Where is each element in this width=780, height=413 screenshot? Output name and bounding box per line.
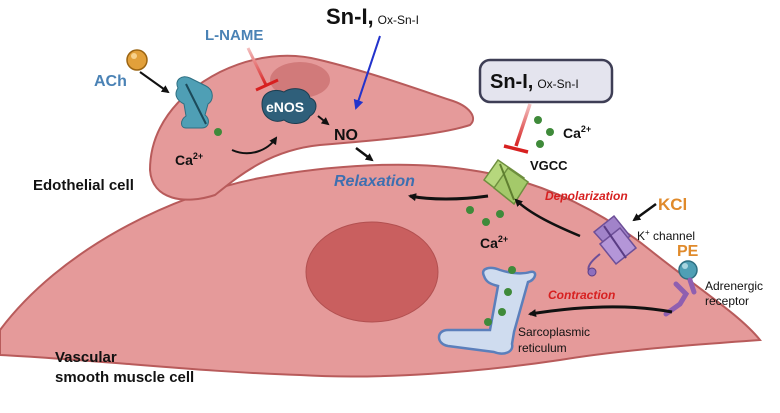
sn-box-inhibition-line bbox=[514, 103, 532, 147]
sr-ca-dot-1 bbox=[508, 266, 516, 274]
endothelial-nucleus bbox=[270, 62, 330, 98]
sn-box-label: Sn-I,Ox-Sn-I bbox=[490, 71, 579, 93]
lname-inhibition-bar bbox=[255, 78, 279, 92]
k-channel-label: K+ channel bbox=[637, 228, 695, 243]
adrenergic-label-2: receptor bbox=[705, 294, 749, 308]
sr-ca-dot-3 bbox=[498, 308, 506, 316]
vgcc-label: VGCC bbox=[530, 158, 568, 173]
receptor-line bbox=[185, 83, 207, 125]
sr-label-2: reticulum bbox=[518, 341, 567, 355]
lname-inhibition-line bbox=[246, 47, 268, 86]
depolarization-label: Depolarization bbox=[545, 189, 628, 203]
sr-ca-dot-4 bbox=[484, 318, 492, 326]
kcl-label: KCl bbox=[658, 195, 687, 214]
adrenergic-label-1: Adrenergic bbox=[705, 279, 763, 293]
kcl-arrow bbox=[632, 202, 657, 222]
ach-label: ACh bbox=[94, 73, 127, 90]
vgcc-to-relaxation-arrow bbox=[408, 193, 489, 202]
lname-label: L-NAME bbox=[205, 27, 263, 44]
ca-dot-1 bbox=[534, 116, 542, 124]
sr-ca-dot-2 bbox=[504, 288, 512, 296]
enos-label: eNOS bbox=[266, 99, 304, 115]
ca-vgcc-label: Ca2+ bbox=[563, 124, 591, 141]
pe-highlight bbox=[682, 263, 688, 269]
vsmc-label-1: Vascular bbox=[55, 349, 117, 366]
ca-dot-endo bbox=[214, 128, 222, 136]
sn-top-activation-arrow bbox=[353, 35, 381, 110]
ca-dot-3 bbox=[536, 140, 544, 148]
sn-top-label: Sn-I,Ox-Sn-I bbox=[326, 4, 419, 29]
pe-ligand-icon bbox=[678, 260, 698, 280]
enos-to-no-arrow bbox=[317, 115, 330, 126]
sn-box bbox=[478, 58, 614, 104]
contraction-arrow bbox=[528, 305, 673, 318]
sn-box-inhibition-bar bbox=[503, 144, 529, 154]
smooth-muscle-nucleus bbox=[305, 221, 439, 323]
contraction-label: Contraction bbox=[548, 288, 615, 302]
ca-mid-label: Ca2+ bbox=[480, 234, 508, 251]
ca-dot-6 bbox=[496, 210, 504, 218]
sr-label-1: Sarcoplasmic bbox=[518, 325, 590, 339]
ca-dot-4 bbox=[466, 206, 474, 214]
relaxation-label: Relaxation bbox=[334, 173, 415, 190]
depolarization-arrow bbox=[514, 198, 581, 238]
no-label: NO bbox=[334, 127, 358, 144]
ach-binding-arrow bbox=[139, 71, 170, 94]
adrenergic-receptor-icon bbox=[663, 277, 697, 317]
endothelial-cell bbox=[148, 54, 475, 201]
ca-dot-5 bbox=[482, 218, 490, 226]
ach-ligand-icon bbox=[126, 49, 148, 71]
no-to-relaxation-arrow bbox=[355, 147, 374, 162]
vgcc-channel-icon bbox=[482, 158, 530, 206]
pe-label: PE bbox=[677, 243, 699, 260]
ach-highlight bbox=[131, 53, 137, 59]
vsmc-label-2: smooth muscle cell bbox=[55, 369, 194, 386]
endothelial-cell-label: Edothelial cell bbox=[33, 177, 134, 194]
enos-icon bbox=[261, 88, 317, 124]
ca-dot-2 bbox=[546, 128, 554, 136]
ca-to-enos-arrow bbox=[231, 136, 278, 155]
k-channel-icon bbox=[587, 214, 638, 277]
ca-endo-label: Ca2+ bbox=[175, 151, 203, 168]
